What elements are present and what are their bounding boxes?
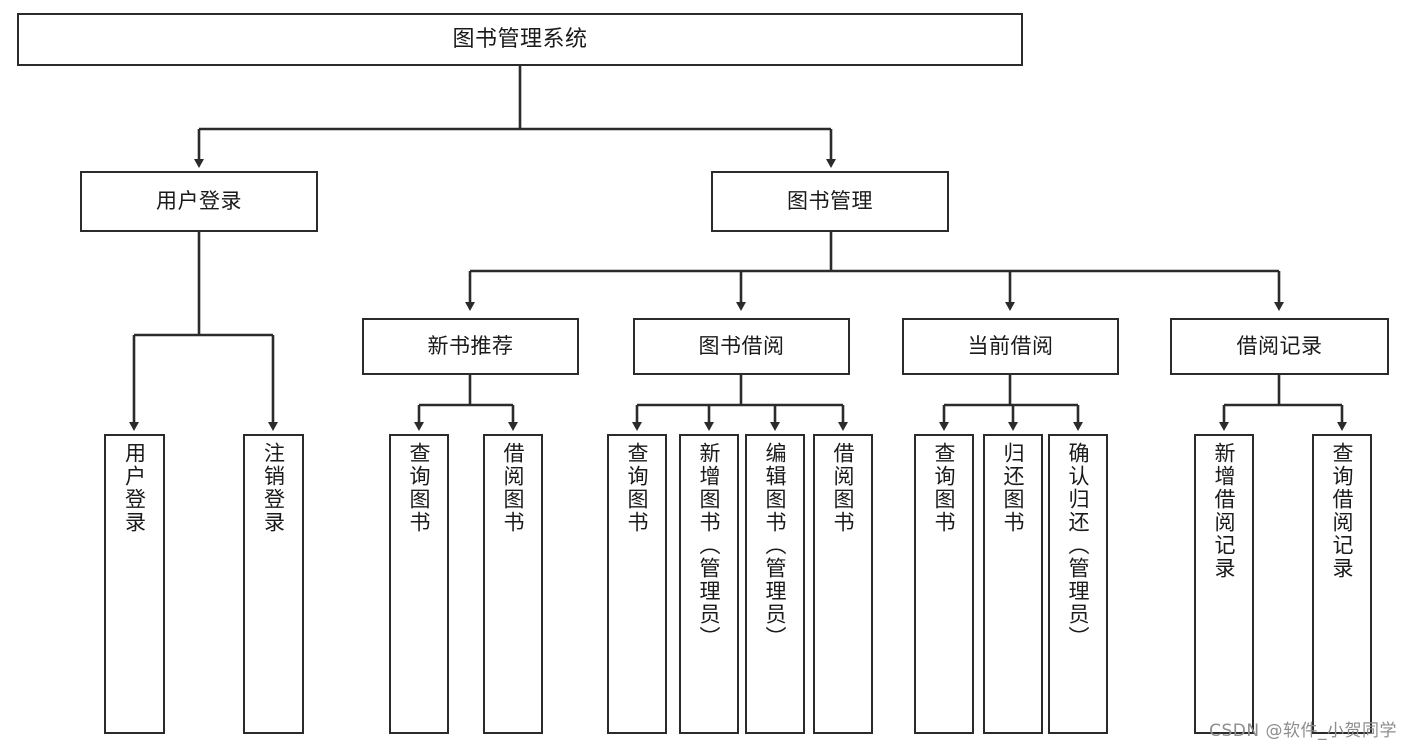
node-label: 借阅图书 [831,442,856,534]
watermark: CSDN @软件_小贺同学 [1209,721,1397,741]
node-book-borrow[interactable]: 图书借阅 [633,318,850,375]
node-book-manage[interactable]: 图书管理 [711,171,949,232]
node-label: 查询图书 [625,442,650,534]
leaf-query-book-current[interactable]: 查询图书 [914,434,974,734]
leaf-user-logout[interactable]: 注销登录 [243,434,304,734]
node-label: 归还图书 [1001,442,1026,534]
node-label: 注销登录 [261,442,286,534]
node-label: 新增借阅记录 [1212,442,1237,580]
node-label: 编辑图书（管理员） [763,442,788,649]
node-borrow-record[interactable]: 借阅记录 [1170,318,1389,375]
node-root-system[interactable]: 图书管理系统 [17,13,1023,66]
leaf-user-login[interactable]: 用户登录 [104,434,165,734]
node-label: 用户登录 [156,189,242,214]
node-label: 用户登录 [122,442,147,534]
node-current-borrow[interactable]: 当前借阅 [902,318,1119,375]
node-new-book-recommend[interactable]: 新书推荐 [362,318,579,375]
node-label: 新书推荐 [427,334,514,359]
node-label: 借阅记录 [1236,334,1323,359]
node-label: 确认归还（管理员） [1066,442,1091,649]
node-label: 图书管理系统 [452,26,588,52]
node-label: 图书借阅 [698,334,785,359]
leaf-return-book[interactable]: 归还图书 [983,434,1043,734]
node-label: 查询图书 [407,442,432,534]
leaf-add-borrow-record[interactable]: 新增借阅记录 [1194,434,1254,734]
node-user-login[interactable]: 用户登录 [80,171,318,232]
node-label: 查询图书 [932,442,957,534]
leaf-query-book-recommend[interactable]: 查询图书 [389,434,449,734]
leaf-edit-book-admin[interactable]: 编辑图书（管理员） [745,434,805,734]
leaf-confirm-return-admin[interactable]: 确认归还（管理员） [1048,434,1108,734]
leaf-borrow-book[interactable]: 借阅图书 [813,434,873,734]
node-label: 查询借阅记录 [1330,442,1355,580]
leaf-add-book-admin[interactable]: 新增图书（管理员） [679,434,739,734]
leaf-borrow-book-recommend[interactable]: 借阅图书 [483,434,543,734]
leaf-query-borrow-record[interactable]: 查询借阅记录 [1312,434,1372,734]
node-label: 图书管理 [787,189,873,214]
node-label: 当前借阅 [967,334,1054,359]
node-label: 借阅图书 [501,442,526,534]
node-label: 新增图书（管理员） [697,442,722,649]
leaf-query-book-borrow[interactable]: 查询图书 [607,434,667,734]
